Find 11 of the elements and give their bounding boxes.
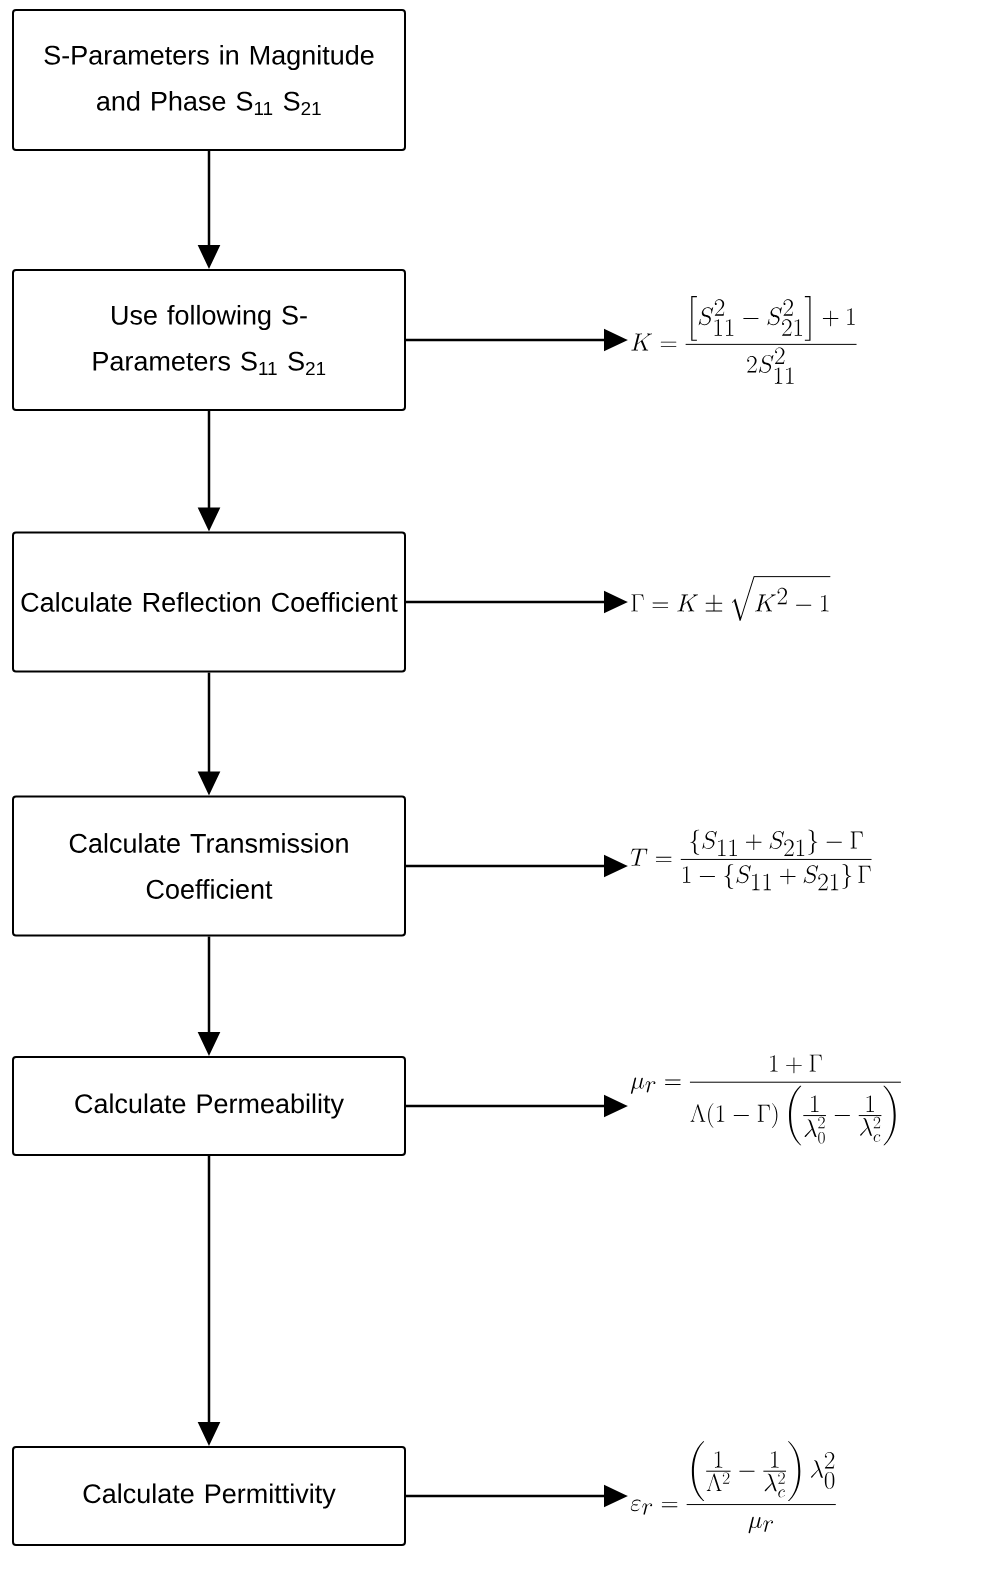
formula: $K=\frac{\left[S_{11}^{2}-S_{21}^{2}\right]+1}{2S_{11}^{2}}$ (631, 296, 857, 384)
formula: $T=\frac{\left\{S_{11}+S_{21}\right\}-\Gamma}{1-\left\{S_{11}+S_{21}\right\}\Gamma}$ (630, 829, 872, 891)
process-box: Calculate Reflection Coefficient (12, 531, 406, 673)
formula: $\Gamma=K\pm\sqrt{K^{2}-1}$ (631, 576, 831, 621)
process-box: S-Parameters in Magnitude and Phase S$_{11}$ S$_{21}$ (12, 9, 406, 151)
process-box: Calculate Transmission Coefficient (12, 795, 406, 937)
process-box: Calculate Permeability (12, 1056, 406, 1156)
process-box: Calculate Permittivity (12, 1446, 406, 1546)
process-box: Use following S-Parameters S$_{11}$ S$_{21}$ (12, 269, 406, 411)
formula: $\varepsilon_{r}=\frac{\left(\frac{1}{\Lambda^{2}}-\frac{1}{\lambda_{c}^{2}}\right)\lambda_{0}^{2}}{\mu_{r}}$ (630, 1441, 836, 1534)
formula: $\mu_{r}=\frac{1+\Gamma}{\Lambda(1-\Gamma)\left(\frac{1}{\lambda_{0}^{2}}-\frac{1}{\lambda_{c}^{2}}\right)}$ (630, 1054, 901, 1146)
